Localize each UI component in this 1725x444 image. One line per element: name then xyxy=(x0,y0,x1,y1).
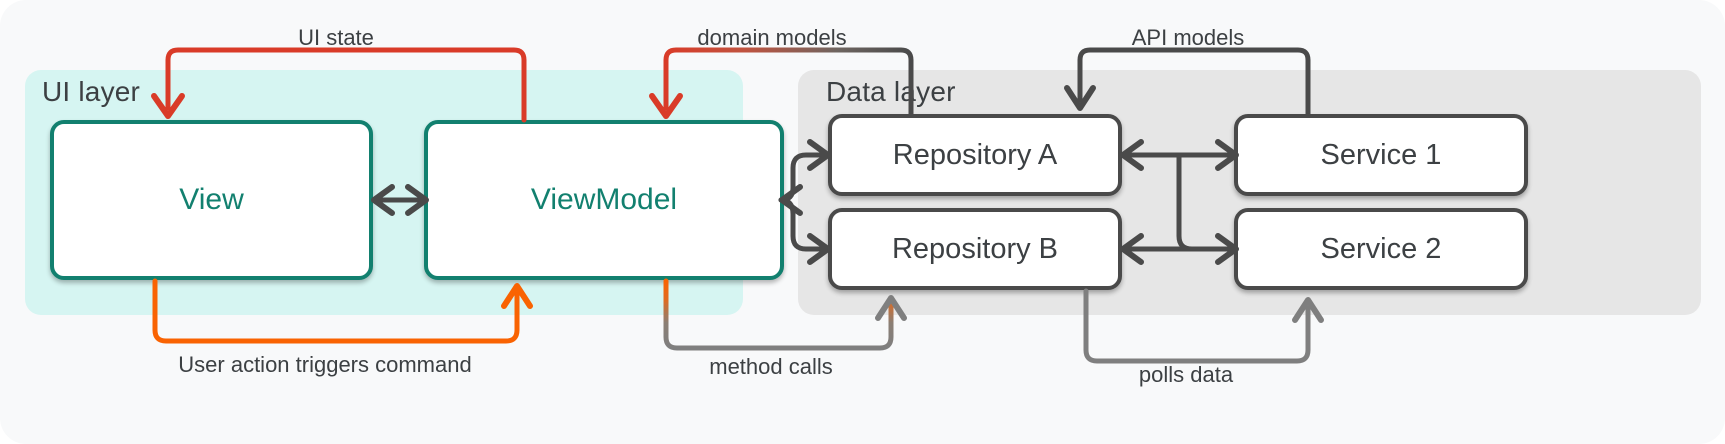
node-service-2[interactable]: Service 2 xyxy=(1234,208,1528,290)
ui-layer-title: UI layer xyxy=(42,76,141,107)
edge-label-user-action: User action triggers command xyxy=(178,352,472,377)
node-viewmodel[interactable]: ViewModel xyxy=(424,120,784,280)
edge-label-polls-data: polls data xyxy=(1138,362,1234,387)
edge-label-ui-state: UI state xyxy=(298,25,374,50)
node-repository-b[interactable]: Repository B xyxy=(828,208,1122,290)
edge-label-method-calls: method calls xyxy=(709,354,833,379)
data-layer-title: Data layer xyxy=(826,76,956,107)
node-repository-a[interactable]: Repository A xyxy=(828,114,1122,196)
node-repository-a-label: Repository A xyxy=(892,138,1058,171)
node-view[interactable]: View xyxy=(50,120,373,280)
edge-label-domain-models: domain models xyxy=(697,25,847,50)
node-service-2-label: Service 2 xyxy=(1320,232,1442,265)
node-service-1-label: Service 1 xyxy=(1320,138,1442,171)
edge-label-api-models: API models xyxy=(1131,25,1245,50)
node-repository-b-label: Repository B xyxy=(891,232,1058,265)
node-viewmodel-label: ViewModel xyxy=(530,183,678,216)
node-service-1[interactable]: Service 1 xyxy=(1234,114,1528,196)
node-view-label: View xyxy=(179,183,244,216)
